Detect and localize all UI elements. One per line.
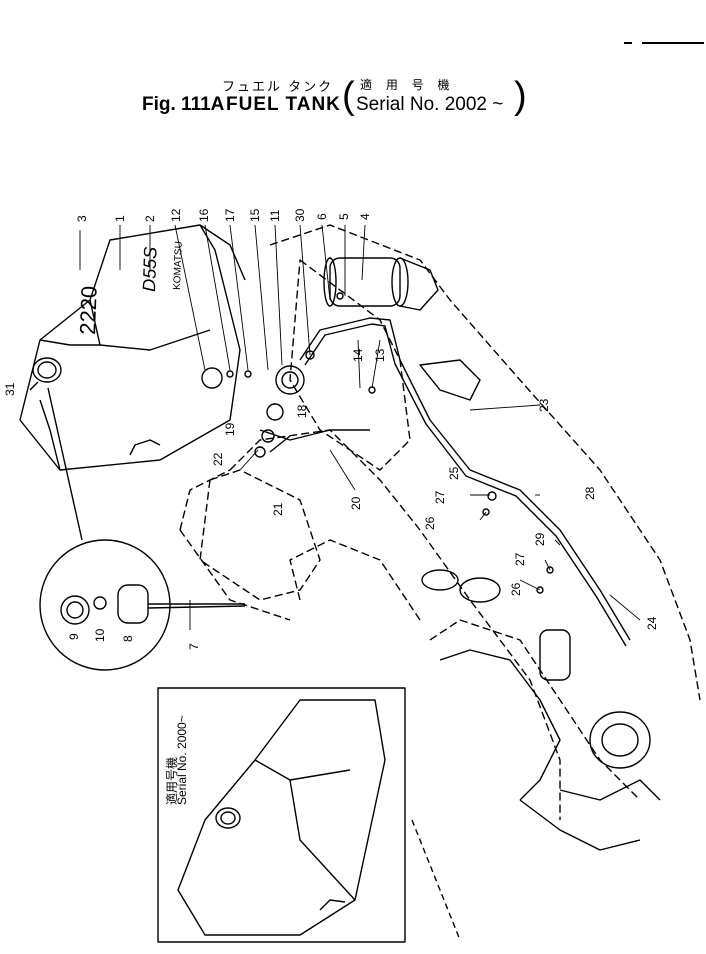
inset-notes: 適用号機 Serial No. 2000~ bbox=[164, 715, 189, 805]
callout-18: 18 bbox=[295, 404, 309, 418]
japanese-title: フュエル タンク bbox=[222, 80, 334, 95]
callout-9: 9 bbox=[67, 633, 81, 640]
callout-2: 2 bbox=[143, 215, 157, 222]
fuel-tank bbox=[19, 224, 246, 471]
callout-26: 26 bbox=[423, 516, 437, 530]
callout-28: 28 bbox=[583, 486, 597, 500]
callout-15: 15 bbox=[248, 208, 262, 222]
callout-27: 27 bbox=[433, 490, 447, 504]
callout-25: 25 bbox=[447, 466, 461, 480]
callout-4: 4 bbox=[358, 213, 372, 220]
callout-11: 11 bbox=[268, 209, 282, 222]
detail-circle bbox=[39, 387, 246, 671]
japanese-applicability: 適 用 号 機 bbox=[360, 78, 455, 92]
figure-title: FUEL TANK bbox=[226, 94, 341, 115]
fuel-lines bbox=[259, 317, 631, 647]
callout-22: 22 bbox=[211, 452, 225, 466]
callout-1: 1 bbox=[113, 215, 127, 222]
valve-assembly bbox=[201, 292, 554, 594]
tank-brand-text: KOMATSU bbox=[172, 241, 185, 290]
callout-17: 17 bbox=[223, 208, 237, 222]
callout-20: 20 bbox=[349, 496, 363, 510]
title-block: フュエル タンク Fig. 111A FUEL TANK ( 適 用 号 機 S… bbox=[0, 0, 706, 130]
inset-box bbox=[157, 687, 461, 943]
tank-number-text: 2220 bbox=[75, 285, 102, 335]
callout-numbers: 3 1 2 12 16 17 15 11 30 6 5 4 14 13 31 1… bbox=[3, 208, 659, 650]
callout-26b: 26 bbox=[509, 582, 523, 596]
tank-housing bbox=[199, 259, 411, 601]
callout-21: 21 bbox=[271, 502, 285, 516]
fuel-filter bbox=[323, 257, 439, 311]
inset-jp-note: 適用号機 bbox=[164, 757, 179, 805]
corner-mark bbox=[624, 42, 704, 44]
callout-23: 23 bbox=[537, 398, 551, 412]
callout-19: 19 bbox=[223, 422, 237, 436]
callout-24: 24 bbox=[645, 616, 659, 630]
callout-30: 30 bbox=[293, 208, 307, 222]
callout-27b: 27 bbox=[513, 552, 527, 566]
open-paren: ( bbox=[342, 75, 355, 117]
callout-10: 10 bbox=[93, 628, 107, 642]
tank-markings: D55S KOMATSU 2220 bbox=[75, 241, 185, 335]
callout-14: 14 bbox=[351, 348, 365, 362]
serial-range: Serial No. 2002 ~ bbox=[356, 94, 504, 115]
figure-number: Fig. 111A bbox=[142, 94, 225, 115]
callout-13: 13 bbox=[373, 348, 387, 362]
engine-area bbox=[419, 359, 661, 851]
callout-31: 31 bbox=[3, 382, 17, 396]
callout-6: 6 bbox=[315, 213, 329, 220]
callout-12: 12 bbox=[169, 208, 183, 222]
callout-5: 5 bbox=[337, 213, 351, 220]
callout-7: 7 bbox=[187, 643, 201, 650]
callout-29: 29 bbox=[533, 532, 547, 546]
chassis-outline bbox=[179, 224, 701, 820]
callout-8: 8 bbox=[121, 635, 135, 642]
filler-cap-31 bbox=[29, 357, 62, 391]
close-paren: ) bbox=[514, 75, 527, 117]
inset-serial-note: Serial No. 2000~ bbox=[175, 715, 189, 805]
callout-16: 16 bbox=[197, 208, 211, 222]
callout-3: 3 bbox=[75, 215, 89, 222]
leader-lines bbox=[79, 224, 641, 630]
tank-model-text: D55S bbox=[139, 246, 161, 292]
